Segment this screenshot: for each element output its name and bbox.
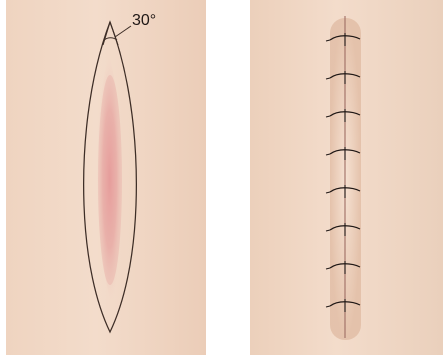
sutured-wound: [326, 16, 361, 340]
lesion-speckles: [98, 75, 122, 285]
angle-label: 30°: [132, 12, 156, 29]
